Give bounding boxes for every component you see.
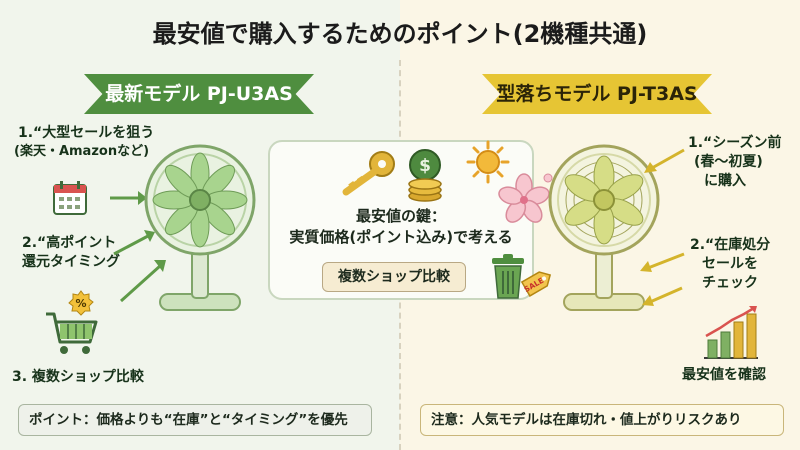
left-note-box: ポイント：価格よりも“在庫”と“タイミング”を優先 [18,404,372,436]
desk-fan-older-illustration [548,144,660,311]
banner-latest-model: 最新モデル PJ-U3AS [84,74,314,114]
sun-icon [466,140,510,184]
left-tip2-line2: 還元タイミング [22,254,120,270]
cherry-blossom-icon [498,173,553,223]
coin-stack-icon [408,178,442,202]
right-tip2-line1: 2.“在庫処分 [690,237,771,253]
desk-fan-latest-illustration [144,144,256,311]
center-key-line1: 最安値の鍵： [355,207,446,225]
key-icon [342,151,395,196]
svg-text:$: $ [419,156,431,176]
svg-text:%: % [75,297,86,310]
right-tip1-line3: に購入 [704,173,746,189]
arrow-icon [110,191,147,205]
trash-bin-icon [492,254,524,299]
bar-chart-icon [704,306,758,359]
left-tip3: 3. 複数ショップ比較 [12,369,144,385]
calendar-icon [53,181,87,215]
arrow-icon [642,286,683,306]
arrow-icon [113,230,155,256]
left-tip1-line2: (楽天・Amazonなど) [14,144,150,159]
page-title: 最安値で購入するためのポイント(2機種共通) [152,20,648,48]
center-key-text: 最安値の鍵： 実質価格(ポイント込み)で考える [270,206,532,248]
banner-older-model: 型落ちモデル PJ-T3AS [482,74,712,114]
arrow-icon [640,252,685,272]
right-note-box: 注意：人気モデルは在庫切れ・値上がりリスクあり [420,404,784,436]
right-tip3: 最安値を確認 [682,367,766,383]
arrow-icon [644,148,685,173]
center-key-line2: 実質価格(ポイント込み)で考える [289,228,513,246]
shop-compare-pill: 複数ショップ比較 [322,262,466,292]
right-tip2-line3: チェック [702,275,758,291]
percent-tag-icon: % [68,290,94,316]
arrow-icon [119,260,166,303]
left-tip1-line1: 1.“大型セールを狙う [18,125,155,141]
left-tip2-line1: 2.“高ポイント [22,235,117,251]
right-tip1-line1: 1.“シーズン前 [688,135,782,151]
sale-tag-icon: SALE [520,271,552,297]
shopping-cart-icon [46,312,98,354]
right-tip1-line2: (春〜初夏) [694,154,763,170]
right-tip2-line2: セールを [702,256,758,272]
